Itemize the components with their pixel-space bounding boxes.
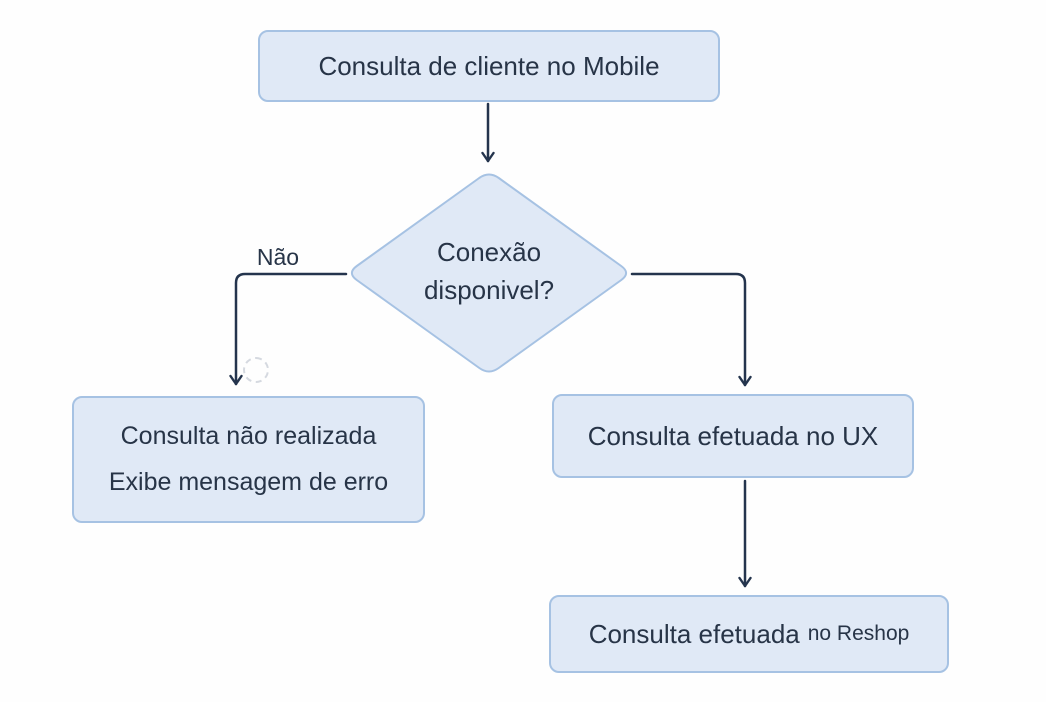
edge-label-nao: Não: [256, 244, 300, 270]
decision-diamond-shape: [350, 173, 628, 373]
node-decision-line2: disponivel?: [423, 275, 555, 305]
node-decision: Conexão disponivel?: [379, 222, 599, 322]
edge-decision-to-ux: [630, 272, 752, 387]
edge-decision-to-error: [229, 272, 348, 386]
node-ux-label: Consulta efetuada no UX: [587, 420, 879, 451]
node-error-line2: Exibe mensagem de erro: [108, 467, 389, 496]
node-start: Consulta de cliente no Mobile: [258, 30, 720, 102]
node-reshop-label-suffix: no Reshop: [807, 621, 910, 645]
node-error-line1: Consulta não realizada: [120, 422, 377, 451]
node-reshop-label-main: Consulta efetuada: [588, 618, 800, 649]
node-decision-line1: Conexão: [436, 237, 542, 268]
node-error: Consulta não realizada Exibe mensagem de…: [72, 396, 425, 523]
cursor-ring: [243, 357, 269, 383]
node-ux: Consulta efetuada no UX: [552, 394, 914, 478]
node-start-label: Consulta de cliente no Mobile: [318, 50, 660, 81]
node-reshop: Consulta efetuada no Reshop: [549, 595, 949, 673]
